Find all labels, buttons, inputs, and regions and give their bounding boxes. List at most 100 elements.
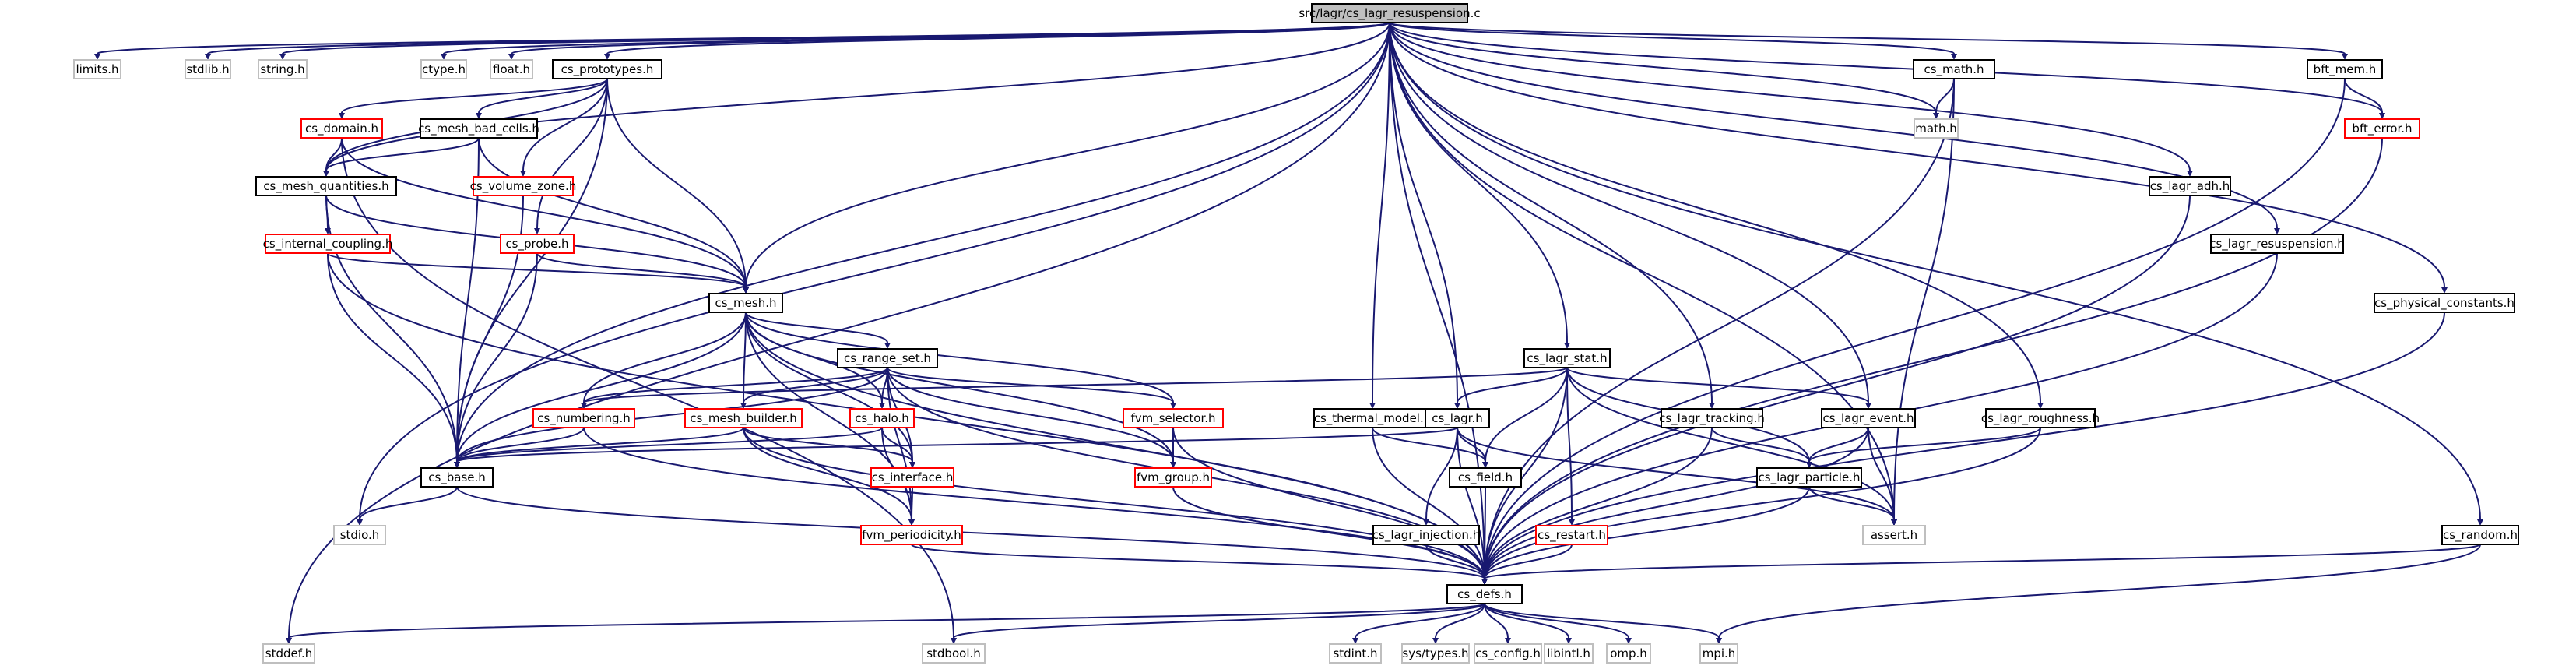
edge-mesh-to-interface [745,312,913,463]
node-lagrrough[interactable]: cs_lagr_roughness.h [1981,408,2100,428]
node-rangeset[interactable]: cs_range_set.h [837,348,938,368]
node-box-lagrres [2210,234,2344,254]
node-box-numbering [532,408,635,428]
node-lagrinj[interactable]: cs_lagr_injection.h [1372,525,1480,545]
node-libintl: libintl.h [1544,643,1594,664]
edge-lagrevent-to-defs [1484,427,1869,579]
node-fvmsel[interactable]: fvm_selector.h [1123,408,1224,428]
edge-arrowhead-root-to-lagradh [2187,171,2193,177]
edge-root-to-string [282,22,1390,55]
edge-rangeset-to-base [456,367,888,463]
node-bftmem[interactable]: bft_mem.h [2307,59,2383,79]
edge-lagrstat-to-lagrevent [1566,367,1869,403]
node-lagrpart[interactable]: cs_lagr_particle.h [1756,467,1862,488]
node-thermal[interactable]: cs_thermal_model.h [1313,408,1432,428]
edge-arrowhead-lagrstat-to-lagr [1454,403,1460,409]
edge-arrowhead-defs-to-mpi [1716,638,1722,644]
node-numbering[interactable]: cs_numbering.h [532,408,635,428]
edge-mesh-to-base [456,312,747,463]
edge-meshbuilder-to-base [456,427,744,463]
node-label-lagr: cs_lagr.h [1432,411,1483,426]
node-systypes: sys/types.h [1401,643,1470,664]
node-box-prototypes [552,59,662,79]
edge-root-to-bfterror [1389,22,2383,114]
edge-root-to-prototypes [606,22,1390,55]
edge-arrowhead-root-to-prototypes [604,54,610,60]
node-label-lagrrough: cs_lagr_roughness.h [1981,411,2100,426]
node-lagr[interactable]: cs_lagr.h [1425,408,1490,428]
node-label-fvmperio: fvm_periodicity.h [862,528,961,543]
node-field[interactable]: cs_field.h [1449,467,1522,488]
node-random[interactable]: cs_random.h [2441,525,2519,545]
edge-arrowhead-rangeset-to-fvmsel [1170,403,1176,409]
node-label-physconst: cs_physical_constants.h [2374,296,2514,311]
node-lagrevent[interactable]: cs_lagr_event.h [1821,408,1916,428]
edge-arrowhead-root-to-bftmem [2342,54,2348,60]
node-fvmperio[interactable]: fvm_periodicity.h [860,525,963,545]
node-box-mpi [1699,643,1738,664]
edge-domain-to-mesh [341,137,747,288]
node-label-assert: assert.h [1871,528,1917,542]
node-interface[interactable]: cs_interface.h [870,467,954,488]
node-lagradh[interactable]: cs_lagr_adh.h [2149,176,2231,196]
node-box-float [490,59,533,79]
edge-meshbuilder-to-fvmperio [743,427,912,520]
node-box-stddef [262,643,315,664]
node-meshbad[interactable]: cs_mesh_bad_cells.h [418,118,539,139]
edge-restart-to-defs [1484,544,1573,579]
node-box-restart [1535,525,1608,545]
node-label-meshq: cs_mesh_quantities.h [263,179,388,194]
node-defs[interactable]: cs_defs.h [1446,584,1523,604]
node-physconst[interactable]: cs_physical_constants.h [2374,293,2515,313]
node-csconfig: cs_config.h [1474,643,1542,664]
node-box-meshq [255,176,397,196]
edge-arrowhead-defs-to-omp [1625,638,1632,644]
node-label-libintl: libintl.h [1547,646,1590,660]
node-label-lagrres: cs_lagr_resuspension.h [2209,237,2345,252]
node-lagrres[interactable]: cs_lagr_resuspension.h [2209,234,2345,254]
node-restart[interactable]: cs_restart.h [1535,525,1608,545]
node-label-lagrpart: cs_lagr_particle.h [1759,470,1861,485]
node-lagrtrack[interactable]: cs_lagr_tracking.h [1659,408,1765,428]
node-box-lagrpart [1756,467,1862,488]
node-fvmgroup[interactable]: fvm_group.h [1134,467,1212,488]
node-label-lagrevent: cs_lagr_event.h [1822,411,1914,426]
node-csmath[interactable]: cs_math.h [1913,59,1995,79]
edge-lagrstat-to-assert [1566,367,1895,520]
edge-lagrstat-to-defs [1484,367,1568,579]
edge-mesh-to-rangeset [745,312,888,343]
edge-arrowhead-base-to-stdio [357,519,363,526]
node-stddef: stddef.h [262,643,315,664]
node-box-csmath [1913,59,1995,79]
node-label-halo: cs_halo.h [855,411,909,426]
node-bfterror[interactable]: bft_error.h [2344,118,2420,139]
edge-arrowhead-interface-to-fvmperio [908,519,915,526]
node-box-limits [73,59,121,79]
node-meshq[interactable]: cs_mesh_quantities.h [255,176,397,196]
edge-layer [94,22,2483,644]
node-label-ctype: ctype.h [422,62,466,76]
node-meshbuilder[interactable]: cs_mesh_builder.h [684,408,803,428]
edge-arrowhead-root-to-string [279,54,286,60]
node-box-random [2441,525,2519,545]
node-prototypes[interactable]: cs_prototypes.h [552,59,662,79]
edge-arrowhead-prototypes-to-domain [339,113,345,119]
node-halo[interactable]: cs_halo.h [849,408,915,428]
edge-csmath-to-assert [1893,78,1955,520]
node-base[interactable]: cs_base.h [420,467,494,488]
edge-root-to-physconst [1389,22,2445,288]
edge-defs-to-systypes [1435,603,1485,639]
edge-meshbad-to-mesh [478,137,747,288]
edge-root-to-meshq [325,22,1390,171]
node-lagrstat[interactable]: cs_lagr_stat.h [1523,348,1611,368]
edge-arrowhead-root-to-physconst [2441,287,2448,294]
edge-lagr-to-defs [1457,427,1485,579]
node-box-csconfig [1474,643,1542,664]
node-probe[interactable]: cs_probe.h [500,234,575,254]
node-intcoup[interactable]: cs_internal_coupling.h [263,234,393,254]
node-volzone[interactable]: cs_volume_zone.h [470,176,577,196]
node-mesh[interactable]: cs_mesh.h [708,293,783,313]
node-domain[interactable]: cs_domain.h [300,118,383,139]
node-label-float: float.h [493,62,530,76]
